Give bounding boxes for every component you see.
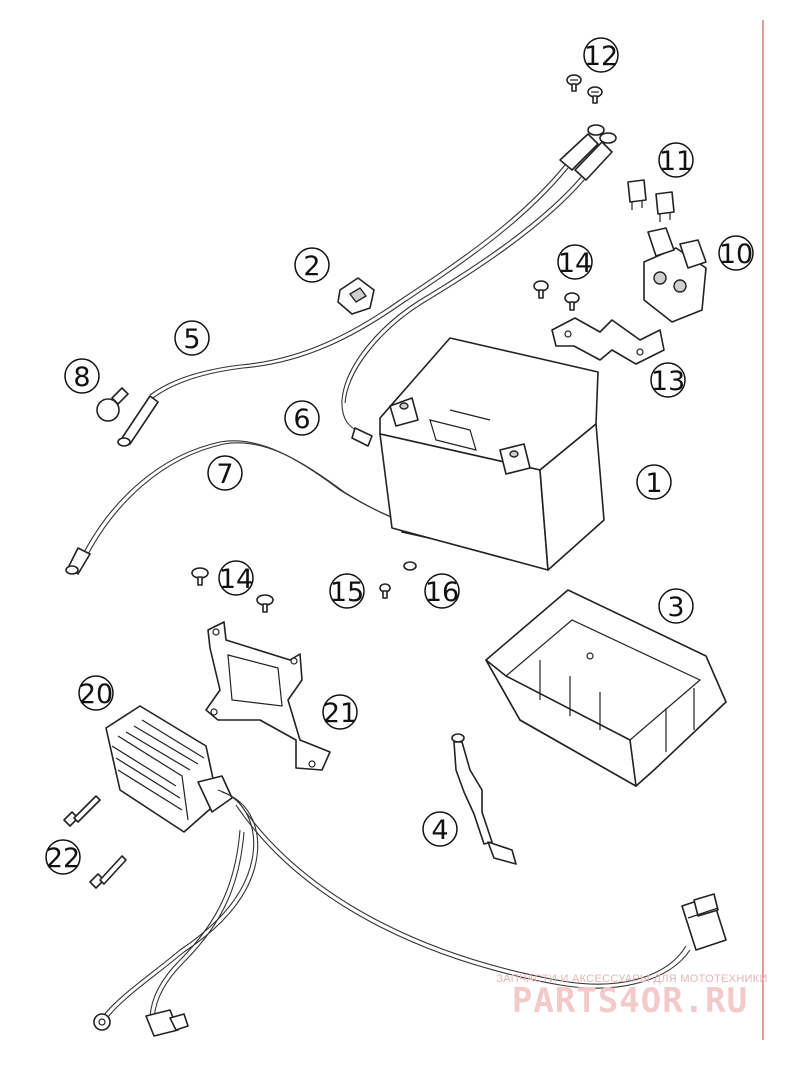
svg-text:14: 14 (219, 564, 253, 595)
part-5-6-cable-terminals (559, 124, 617, 181)
callout-14-mid: 14 (218, 560, 254, 596)
part-13-bracket (551, 317, 665, 365)
svg-text:21: 21 (323, 698, 357, 729)
callout-14-top: 14 (557, 244, 593, 280)
svg-text:13: 13 (651, 366, 685, 397)
svg-text:8: 8 (73, 362, 90, 393)
part-14-screws-mid (191, 567, 274, 613)
part-14-screws-top (533, 280, 580, 311)
callout-22: 22 (45, 839, 81, 875)
svg-text:20: 20 (79, 679, 113, 710)
svg-text:11: 11 (659, 146, 693, 177)
callout-3: 3 (658, 588, 694, 624)
part-6-cable (341, 175, 583, 433)
callout-15: 15 (329, 573, 365, 609)
callout-7: 7 (207, 455, 243, 491)
svg-text:3: 3 (667, 592, 684, 623)
part-12-screws (566, 74, 603, 104)
part-1-battery (379, 337, 605, 571)
svg-text:15: 15 (330, 577, 364, 608)
callout-1: 1 (636, 464, 672, 500)
svg-text:4: 4 (431, 815, 448, 846)
part-16-nut (403, 561, 417, 571)
callout-2: 2 (294, 247, 330, 283)
part-8-cap (96, 387, 129, 422)
part-3-battery-box (485, 589, 727, 787)
callout-20: 20 (78, 675, 114, 711)
watermark-brand: PARTS4OR.RU (512, 981, 748, 1021)
part-5-cable (149, 164, 566, 396)
svg-text:1: 1 (645, 468, 662, 499)
callout-10: 10 (718, 235, 754, 271)
part-7-cable (79, 440, 436, 561)
part-21-bracket (205, 621, 331, 771)
part-2-clip (337, 277, 375, 315)
regulator-wiring-harness (93, 789, 727, 1037)
callout-6: 6 (284, 400, 320, 436)
svg-text:5: 5 (183, 324, 200, 355)
svg-text:10: 10 (719, 239, 753, 270)
callout-5: 5 (174, 320, 210, 356)
svg-text:14: 14 (558, 248, 592, 279)
callout-16: 16 (424, 573, 460, 609)
callout-21: 21 (322, 694, 358, 730)
callout-12: 12 (583, 37, 619, 73)
part-22-bolts (63, 795, 127, 889)
callout-11: 11 (658, 142, 694, 178)
watermark-tagline: ЗАПЧАСТИ И АКСЕССУАРЫ ДЛЯ МОТОТЕХНИКИ (496, 973, 767, 985)
callout-4: 4 (422, 811, 458, 847)
svg-text:12: 12 (584, 41, 618, 72)
part-15-bolt (379, 583, 391, 599)
part-4-strap (451, 733, 517, 865)
svg-text:7: 7 (216, 459, 233, 490)
part-20-regulator (105, 705, 233, 833)
svg-text:22: 22 (46, 843, 80, 874)
part-5-cable-end (117, 395, 159, 447)
watermark: ЗАПЧАСТИ И АКСЕССУАРЫ ДЛЯ МОТОТЕХНИКИ PA… (496, 973, 767, 1021)
svg-text:16: 16 (425, 577, 459, 608)
callouts: 12 11 2 14 10 5 8 13 (45, 37, 754, 875)
part-7-cable-ends (65, 519, 447, 575)
part-10-relay (643, 227, 707, 323)
svg-text:2: 2 (303, 251, 320, 282)
part-11-fuses (627, 179, 675, 222)
callout-13: 13 (650, 362, 686, 398)
callout-8: 8 (64, 358, 100, 394)
svg-text:6: 6 (293, 404, 310, 435)
